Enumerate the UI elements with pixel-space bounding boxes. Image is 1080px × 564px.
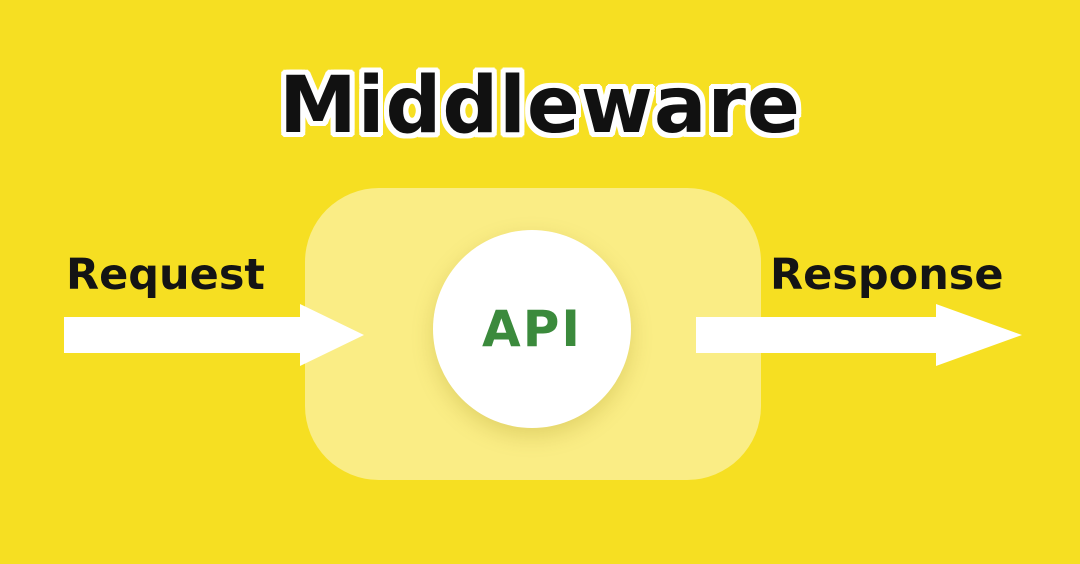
api-circle [433,230,631,428]
response-arrow-icon [696,304,1022,366]
diagram-title: Middleware [279,61,801,151]
api-label: API [482,300,582,358]
request-arrow-icon [64,304,364,366]
response-label: Response [770,250,1004,300]
request-label: Request [66,250,265,300]
